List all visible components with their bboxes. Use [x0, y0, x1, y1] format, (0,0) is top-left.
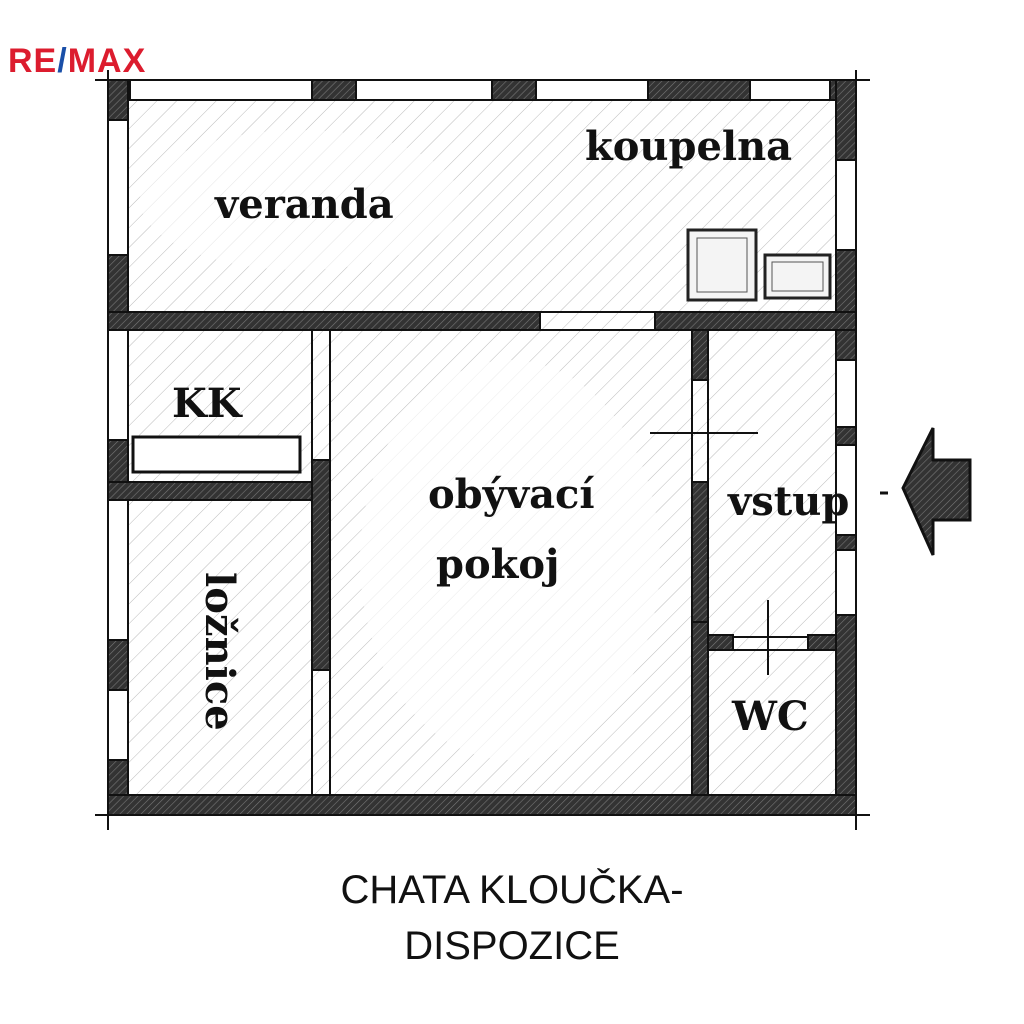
room-label-vstup: vstup [727, 478, 849, 525]
bathroom-fixture [686, 228, 758, 302]
room-label-veranda: veranda [214, 181, 394, 228]
logo-slash: / [57, 42, 68, 80]
remax-logo: RE/MAX [8, 42, 146, 81]
caption-line-2: DISPOZICE [404, 924, 620, 968]
plan-caption: CHATA KLOUČKA- DISPOZICE [0, 862, 1024, 974]
logo-text: MAX [67, 42, 147, 80]
bathroom-sink [763, 253, 832, 300]
room-label-loznice: ložnice [196, 572, 243, 731]
kitchen-counter [131, 435, 302, 474]
walls [107, 79, 857, 816]
room-label-obyvaci: obývací [428, 471, 595, 518]
room-label-kk: KK [172, 380, 243, 427]
entrance-arrow-icon [901, 427, 972, 556]
room-label-wc: WC [731, 693, 809, 740]
caption-line-1: CHATA KLOUČKA- [340, 868, 684, 912]
logo-text: RE [8, 42, 58, 80]
room-label-koupelna: koupelna [585, 123, 792, 170]
room-label-pokoj: pokoj [436, 541, 560, 588]
